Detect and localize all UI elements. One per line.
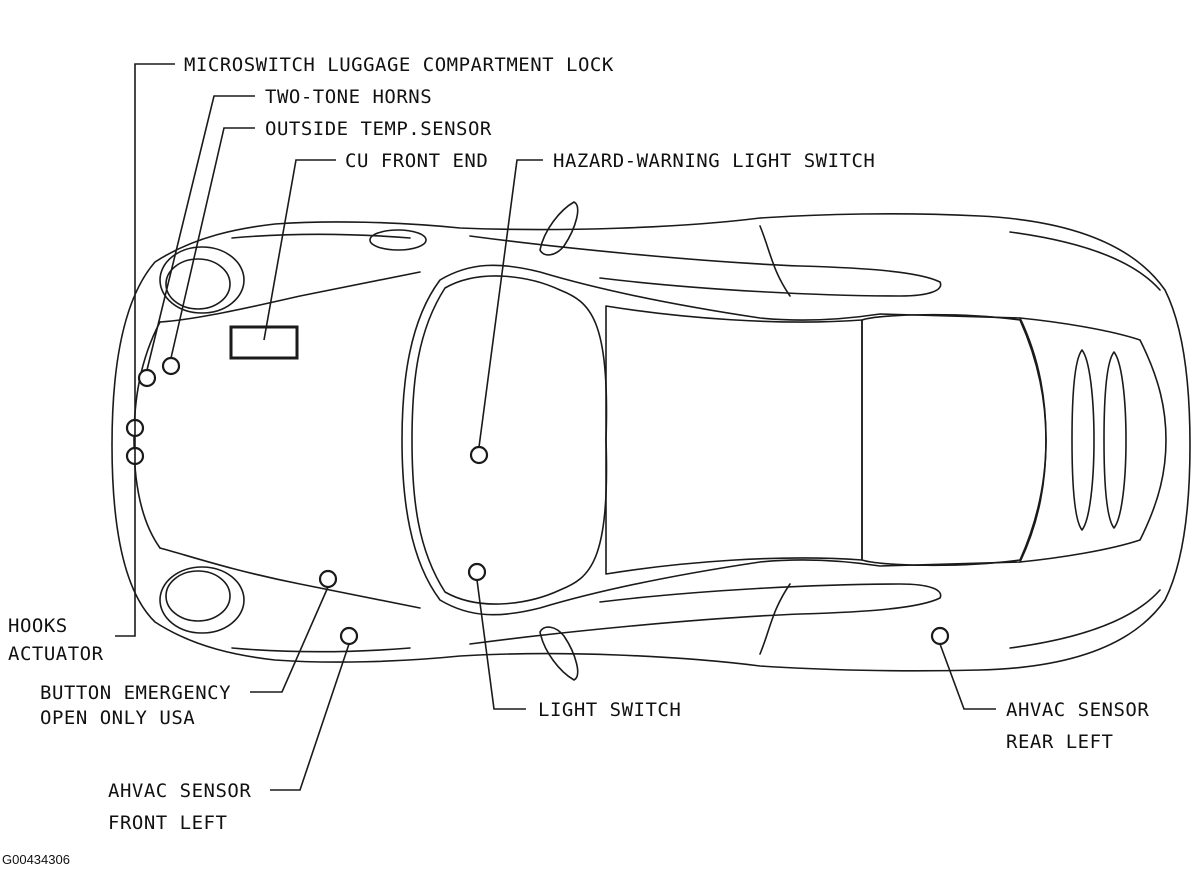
door-seam-upper (759, 225, 791, 297)
rear-vent-1 (1071, 349, 1095, 531)
leader-hazard-switch (478, 159, 543, 448)
label-button-emergency-line2: OPEN ONLY USA (40, 707, 195, 729)
door-line-upper (469, 235, 942, 297)
marker-hazard-switch (469, 445, 489, 465)
headlight-lower (159, 566, 245, 634)
leader-ahvac-rear (939, 643, 996, 710)
label-microswitch: MICROSWITCH LUGGAGE COMPARTMENT LOCK (184, 54, 614, 76)
front-indicator (369, 229, 427, 251)
cabin-outline (401, 264, 1047, 616)
roof (605, 305, 863, 575)
leader-button-emergency (250, 586, 329, 693)
label-two-tone-horns: TWO-TONE HORNS (265, 86, 432, 108)
marker-microswitch (137, 368, 157, 388)
leader-two-tone-horns (146, 95, 255, 371)
label-ahvac-front-line2: FRONT LEFT (108, 812, 227, 834)
marker-button-emergency (318, 569, 338, 589)
label-ahvac-rear-line2: REAR LEFT (1006, 731, 1113, 753)
mirror-lower (539, 626, 579, 681)
marker-two-tone-horns (161, 356, 181, 376)
leader-microswitch (115, 63, 175, 637)
rear-fender-lower (1009, 589, 1161, 649)
leader-light-switch (476, 579, 526, 710)
door-line-lower (469, 583, 942, 645)
label-temp-sensor: OUTSIDE TEMP.SENSOR (265, 118, 492, 140)
car-body-outline (111, 213, 1191, 672)
rear-lid (1019, 317, 1167, 563)
mirror-upper (539, 201, 579, 256)
marker-ahvac-front (339, 626, 359, 646)
leader-temp-sensor (170, 127, 255, 359)
door-seam-lower (759, 583, 791, 655)
callout-labels: MICROSWITCH LUGGAGE COMPARTMENT LOCK TWO… (2, 54, 1149, 867)
headlight-lower-inner (165, 570, 231, 622)
label-light-switch: LIGHT SWITCH (538, 699, 681, 721)
label-cu-front-end: CU FRONT END (345, 150, 488, 172)
front-bumper-line-lower (231, 647, 411, 653)
leader-ahvac-front (270, 643, 350, 791)
label-ahvac-rear-line1: AHVAC SENSOR (1006, 699, 1149, 721)
label-hooks-line1: HOOKS (8, 615, 68, 637)
marker-ahvac-rear (930, 626, 950, 646)
car-top-view (111, 201, 1191, 681)
leader-lines (115, 63, 996, 791)
marker-light-switch (467, 562, 487, 582)
label-ahvac-front-line1: AHVAC SENSOR (108, 780, 251, 802)
label-hazard-switch: HAZARD-WARNING LIGHT SWITCH (553, 150, 875, 172)
marker-cu-front-end (229, 325, 299, 360)
front-lid-outline-lower (159, 547, 421, 609)
front-lid-nose (133, 321, 161, 549)
headlight-upper-inner (165, 258, 231, 310)
windshield (411, 275, 608, 605)
rear-vent-2 (1103, 351, 1127, 529)
label-hooks-line2: ACTUATOR (8, 643, 104, 665)
component-markers (125, 325, 950, 646)
label-button-emergency-line1: BUTTON EMERGENCY (40, 682, 231, 704)
front-bumper-line (231, 233, 411, 239)
figure-id: G00434306 (2, 852, 70, 867)
rear-window (861, 313, 1047, 567)
headlight-upper (159, 246, 245, 314)
leader-cu-front-end (263, 159, 336, 341)
front-lid-outline (159, 271, 421, 323)
rear-fender-upper (1009, 231, 1161, 291)
